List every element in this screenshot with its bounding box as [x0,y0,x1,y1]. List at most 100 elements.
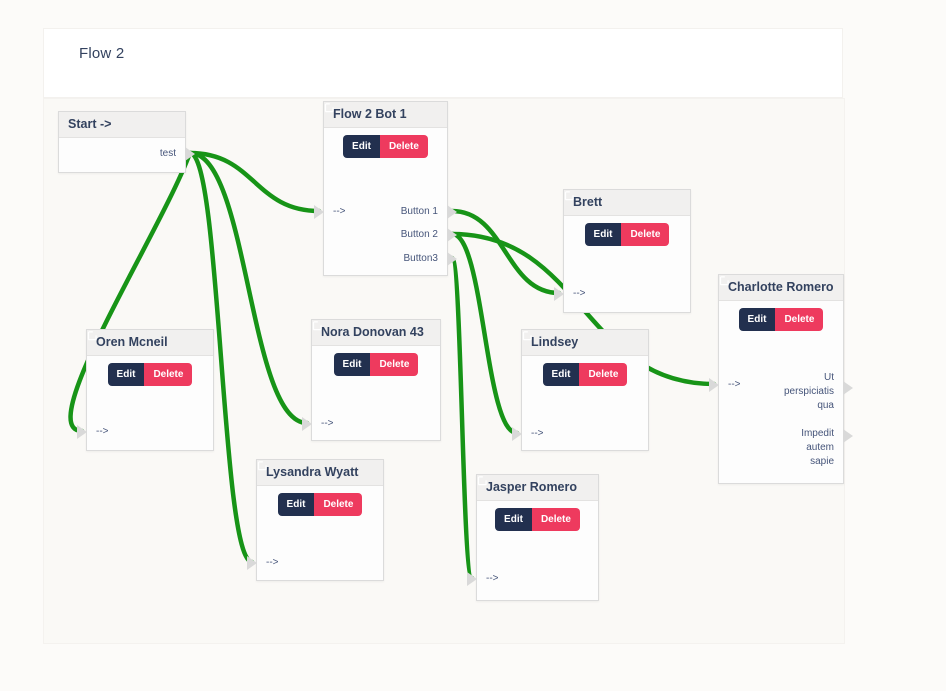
output-label: test [159,148,176,159]
input-label: --> [486,573,499,584]
input-port[interactable] [302,417,312,431]
node-actions: Edit Delete [312,321,440,376]
edit-pencil-icon [477,476,487,486]
edit-pencil-icon [719,276,729,286]
edit-button[interactable]: Edit [719,276,776,331]
page-title: Flow 2 [79,45,125,62]
input-port[interactable] [467,572,477,586]
node-title: Jasper Romero [477,475,598,501]
edit-button-label: Edit [551,369,571,380]
edit-pencil-icon [564,191,574,201]
edit-button[interactable]: Edit [257,461,315,516]
delete-button[interactable]: Delete [379,135,428,158]
delete-button-label: Delete [630,229,661,240]
delete-button[interactable]: Delete [579,363,628,386]
node-title: Flow 2 Bot 1 [324,102,447,128]
delete-button-label: Delete [323,499,354,510]
edit-pencil-icon [324,103,334,113]
delete-button-label: Delete [784,314,815,325]
trash-icon [87,330,97,341]
trash-icon [257,460,267,471]
output-port[interactable] [185,147,195,161]
input-label: --> [728,379,741,390]
edit-button-label: Edit [504,514,523,525]
input-label: --> [333,206,346,217]
input-port[interactable] [247,556,257,570]
node-title: Lindsey [522,330,648,356]
trash-icon [719,275,729,286]
output-port[interactable] [447,205,457,219]
edit-button[interactable]: Edit [324,103,380,158]
trash-icon [522,330,532,341]
edit-pencil-icon [257,461,267,471]
node-title: Oren Mcneil [87,330,213,356]
output-port[interactable] [843,381,853,395]
edit-pencil-icon [522,331,532,341]
delete-button-label: Delete [588,369,619,380]
edit-button[interactable]: Edit [312,321,371,376]
node-title: Start -> [59,112,185,138]
delete-button[interactable]: Delete [775,308,824,331]
edit-button-label: Edit [352,141,371,152]
input-port[interactable] [77,425,87,439]
delete-button-label: Delete [540,514,571,525]
input-port[interactable] [554,287,564,301]
delete-button-label: Delete [388,141,419,152]
input-port[interactable] [709,378,719,392]
node-start[interactable]: Start -> test [58,111,195,173]
connection-start-to-bot1[interactable] [187,150,322,214]
node-title: Charlotte Romero [719,275,843,301]
input-label: --> [531,428,544,439]
connection-start-to-nora[interactable] [187,150,310,426]
connection-bot1-to-jasper[interactable] [449,255,475,581]
output-port[interactable] [447,228,457,242]
node-title: Brett [564,190,690,216]
edit-button[interactable]: Edit [87,331,145,386]
connection-start-to-oren[interactable] [68,150,193,434]
output-label: Button 1 [400,206,438,217]
input-label: --> [96,426,109,437]
delete-button[interactable]: Delete [370,353,419,376]
trash-icon [477,475,487,486]
output-port[interactable] [843,429,853,443]
delete-button[interactable]: Delete [314,493,363,516]
output-port[interactable] [447,252,457,266]
edit-button-label: Edit [116,369,136,380]
node-title: Lysandra Wyatt [257,460,383,486]
connection-bot1-to-lindsey[interactable] [449,231,520,436]
trash-icon [312,320,322,331]
connection-start-to-lysandra[interactable] [187,150,255,565]
input-label: --> [321,418,334,429]
node-actions: Edit Delete [324,103,447,158]
node-nora[interactable]: Nora Donovan 43 Edit Delete --> [302,319,441,441]
edit-pencil-icon [312,321,322,331]
delete-button[interactable]: Delete [531,508,580,531]
node-title: Nora Donovan 43 [312,320,440,346]
node-actions: Edit Delete [87,331,213,386]
edit-button[interactable]: Edit [564,191,622,246]
edit-button[interactable]: Edit [477,476,532,531]
edit-button-label: Edit [286,499,306,510]
delete-button[interactable]: Delete [144,363,193,386]
connection-bot1-to-brett[interactable] [449,208,562,296]
node-actions: Edit Delete [257,461,383,516]
input-label: --> [266,557,279,568]
delete-button[interactable]: Delete [621,223,670,246]
input-port[interactable] [512,427,522,441]
edit-button[interactable]: Edit [522,331,580,386]
edit-button-label: Edit [342,359,362,370]
input-label: --> [573,288,586,299]
node-actions: Edit Delete [522,331,648,386]
input-port[interactable] [314,205,324,219]
edit-button-label: Edit [593,229,613,240]
